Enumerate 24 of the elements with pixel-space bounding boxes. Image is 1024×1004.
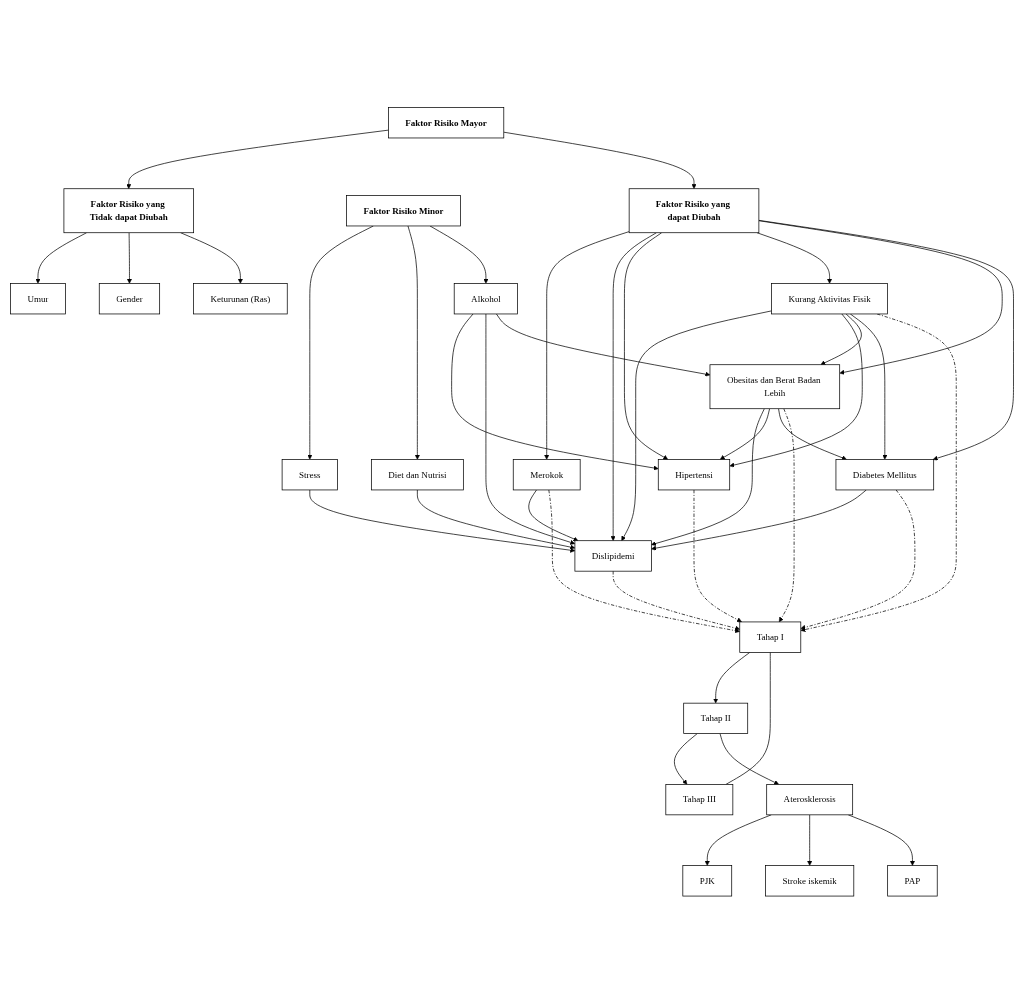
- node-box: Stroke iskemik: [765, 865, 855, 897]
- node-box: Keturunan (Ras): [193, 283, 288, 315]
- node-box: PJK: [682, 865, 733, 897]
- node-box: Alkohol: [453, 283, 518, 315]
- node-box: Aterosklerosis: [766, 784, 854, 816]
- node-box: Tahap III: [665, 784, 734, 816]
- node-box: Obesitas dan Berat Badan Lebih: [709, 364, 841, 410]
- node-box: Diabetes Mellitus: [835, 459, 935, 491]
- node-box: Stress: [281, 459, 338, 491]
- node-box: Merokok: [512, 459, 581, 491]
- node-box: Faktor Risiko yang dapat Diubah: [628, 188, 760, 234]
- node-box: Dislipidemi: [574, 540, 652, 572]
- node-box: Faktor Risiko Minor: [346, 195, 461, 227]
- node-box: Kurang Aktivitas Fisik: [771, 283, 888, 315]
- connector: [725, 652, 771, 785]
- node-box: PAP: [887, 865, 938, 897]
- node-box: Faktor Risiko Mayor: [388, 107, 505, 139]
- node-box: Tahap I: [739, 621, 802, 653]
- node-box: Faktor Risiko yang Tidak dapat Diubah: [63, 188, 194, 234]
- node-box: Hipertensi: [657, 459, 731, 491]
- node-box: Gender: [98, 283, 161, 315]
- node-box: Umur: [10, 283, 66, 315]
- node-box: Tahap II: [683, 703, 749, 735]
- node-box: Diet dan Nutrisi: [371, 459, 464, 491]
